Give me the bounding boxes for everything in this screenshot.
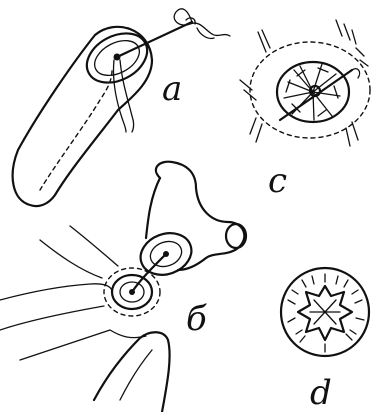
panel-d-star [298,286,352,340]
panel-b: б [0,162,246,412]
panel-a: a [13,9,230,206]
panel-a-needle [117,22,192,57]
panel-a-thread-strand-2 [120,60,134,132]
panel-c-label: c [268,161,287,201]
panel-b-hand-outline [0,226,146,360]
panel-a-thread-top [174,9,230,36]
panel-a-finger-outline [13,27,152,206]
panel-b-hand-lower [94,332,170,412]
panel-b-hole-upper [163,251,169,257]
panel-b-hole-lower [129,289,135,295]
panel-b-thread [132,254,166,292]
panel-d-label: d [310,373,332,412]
panel-c-needle [280,70,352,120]
panel-c-thread [352,69,360,78]
panel-d: d [281,268,369,412]
panel-b-hand-lower-inner [120,350,152,400]
panel-a-label: a [162,69,182,109]
panel-b-label: б [186,299,207,339]
panel-b-fabric-left [146,178,160,238]
panel-b-fabric-fold [156,162,244,270]
panel-c: c [240,20,370,201]
panel-b-knot [226,224,246,248]
panel-d-cross-stitch [310,300,340,324]
